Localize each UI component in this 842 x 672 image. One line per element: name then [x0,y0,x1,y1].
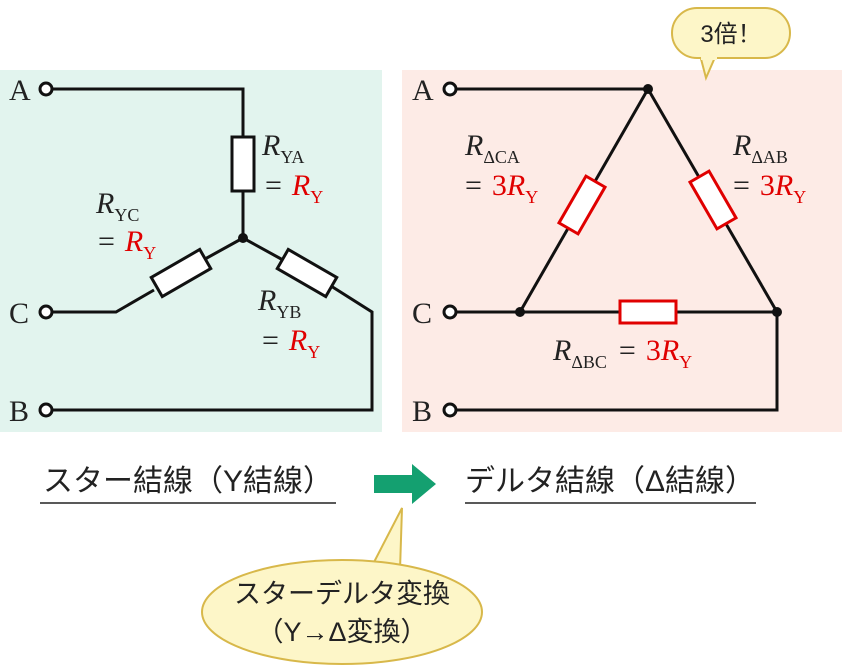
wire-delta-b [456,312,779,412]
label-r-yc: RYC [95,187,139,225]
delta-label-a: A [412,74,434,107]
label-r-yb: RYB [257,284,301,322]
delta-label-c: C [412,297,432,330]
terminal-b [38,402,54,418]
star-panel [0,70,382,432]
delta-junction-a [643,84,653,94]
value-r-yb: =RY [262,324,320,362]
wire-yc-inner [204,236,244,261]
resistor-delta-ca [556,174,608,236]
value-r-yc: =RY [98,225,156,263]
value-r-delta-ab: =3RY [733,169,806,207]
delta-panel [402,70,842,432]
star-label-b: B [9,395,29,428]
wire-a [52,87,245,137]
delta-terminal-b [442,402,458,418]
transform-arrow-icon [374,464,436,504]
delta-label-b: B [412,395,432,428]
star-circuit [38,81,374,418]
delta-terminal-c [442,304,458,320]
callout-3x: 3倍！ [671,7,791,82]
terminal-c [38,304,54,320]
label-r-delta-bc: RΔBC=3RY [552,334,692,372]
value-r-ya: =RY [265,169,323,207]
delta-terminal-a [442,81,458,97]
resistor-delta-ab [687,169,739,231]
label-r-delta-ca: RΔCA [464,129,520,167]
callout-conversion-bubble [201,559,483,665]
wire-c [52,288,155,314]
callout-conversion: スターデルタ変換 （Y→Δ変換） [201,507,483,665]
callout-3x-text: 3倍！ [700,21,761,48]
callout-3x-bubble [671,7,791,59]
terminal-a [38,81,54,97]
delta-junction-b [772,307,782,317]
wire-b [52,284,374,412]
delta-circuit [442,81,782,418]
label-r-ya: RYA [261,129,304,167]
star-label-c: C [9,297,29,330]
callout-conversion-line1: スターデルタ変換 [234,579,450,609]
wire-yb-inner [242,236,284,262]
label-r-delta-ab: RΔAB [732,129,788,167]
delta-title: デルタ結線（Δ結線） [465,465,755,498]
resistor-delta-bc [618,299,678,325]
resistor-ya [230,135,256,193]
star-title: スター結線（Y結線） [43,465,333,498]
callout-conversion-line2: （Y→Δ変換） [256,617,427,647]
delta-junction-c [515,307,525,317]
star-junction [238,233,248,243]
star-label-a: A [9,74,31,107]
value-r-delta-ca: =3RY [465,169,538,207]
